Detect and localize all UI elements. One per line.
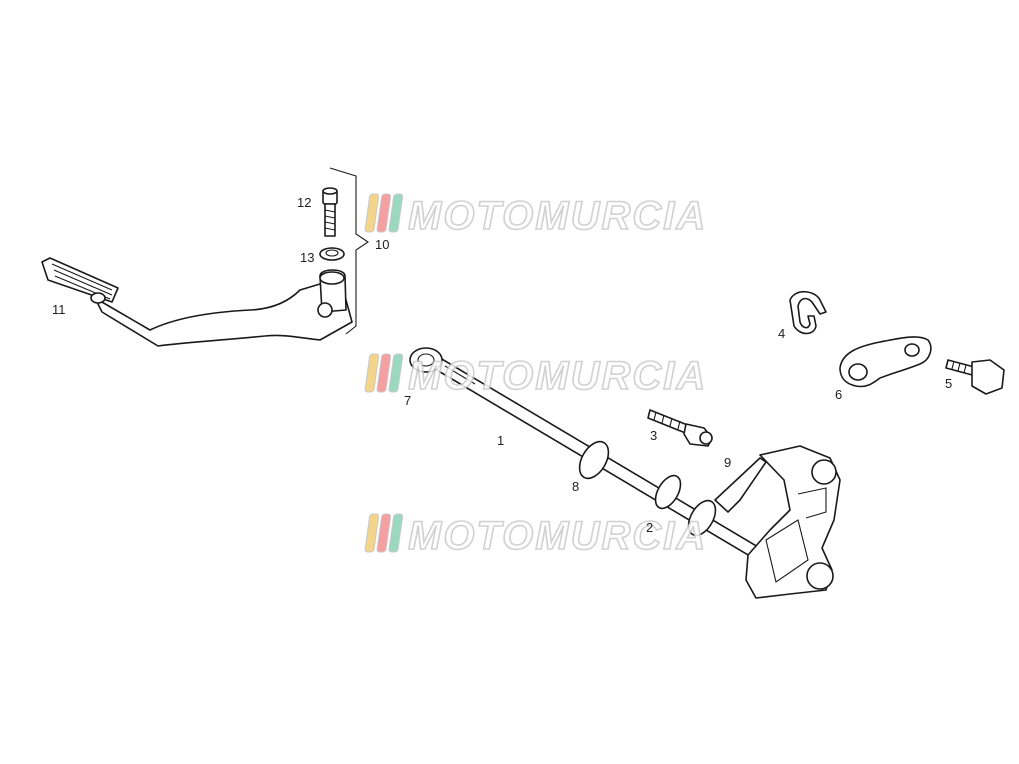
group-bracket-10: [329, 167, 369, 335]
washer-13: [319, 247, 345, 261]
watermark-stripe-1: [364, 353, 380, 393]
callout-9: 9: [724, 455, 731, 470]
screw-12: [322, 187, 338, 237]
callout-3: 3: [650, 428, 657, 443]
watermark-stripe-3: [388, 193, 404, 233]
watermark-text: MOTOMURCIA: [408, 194, 707, 238]
callout-8: 8: [572, 479, 579, 494]
watermark-stripe-2: [376, 513, 392, 553]
watermark-middle: MOTOMURCIA: [364, 353, 707, 399]
bolt-5: [945, 359, 1005, 395]
callout-7: 7: [404, 393, 411, 408]
callout-11: 11: [52, 302, 66, 317]
callout-5: 5: [945, 376, 952, 391]
callout-1: 1: [497, 433, 504, 448]
watermark-stripe-1: [364, 513, 380, 553]
plate-6: [839, 336, 932, 388]
callout-4: 4: [778, 326, 785, 341]
watermark-stripe-2: [376, 353, 392, 393]
callout-2: 2: [646, 520, 653, 535]
watermark-stripe-1: [364, 193, 380, 233]
watermark-stripe-3: [388, 513, 404, 553]
shift-shaft: [409, 347, 841, 599]
gear-lever: [41, 257, 353, 347]
callout-6: 6: [835, 387, 842, 402]
watermark-top: MOTOMURCIA: [364, 193, 707, 239]
watermark-text: MOTOMURCIA: [408, 514, 707, 558]
watermark-text: MOTOMURCIA: [408, 354, 707, 398]
screw-3: [647, 409, 713, 447]
watermark-bottom: MOTOMURCIA: [364, 513, 707, 559]
clip-4: [789, 290, 827, 335]
callout-12: 12: [297, 195, 311, 210]
callout-13: 13: [300, 250, 314, 265]
watermark-stripe-2: [376, 193, 392, 233]
callout-10: 10: [375, 237, 389, 252]
watermark-stripe-3: [388, 353, 404, 393]
